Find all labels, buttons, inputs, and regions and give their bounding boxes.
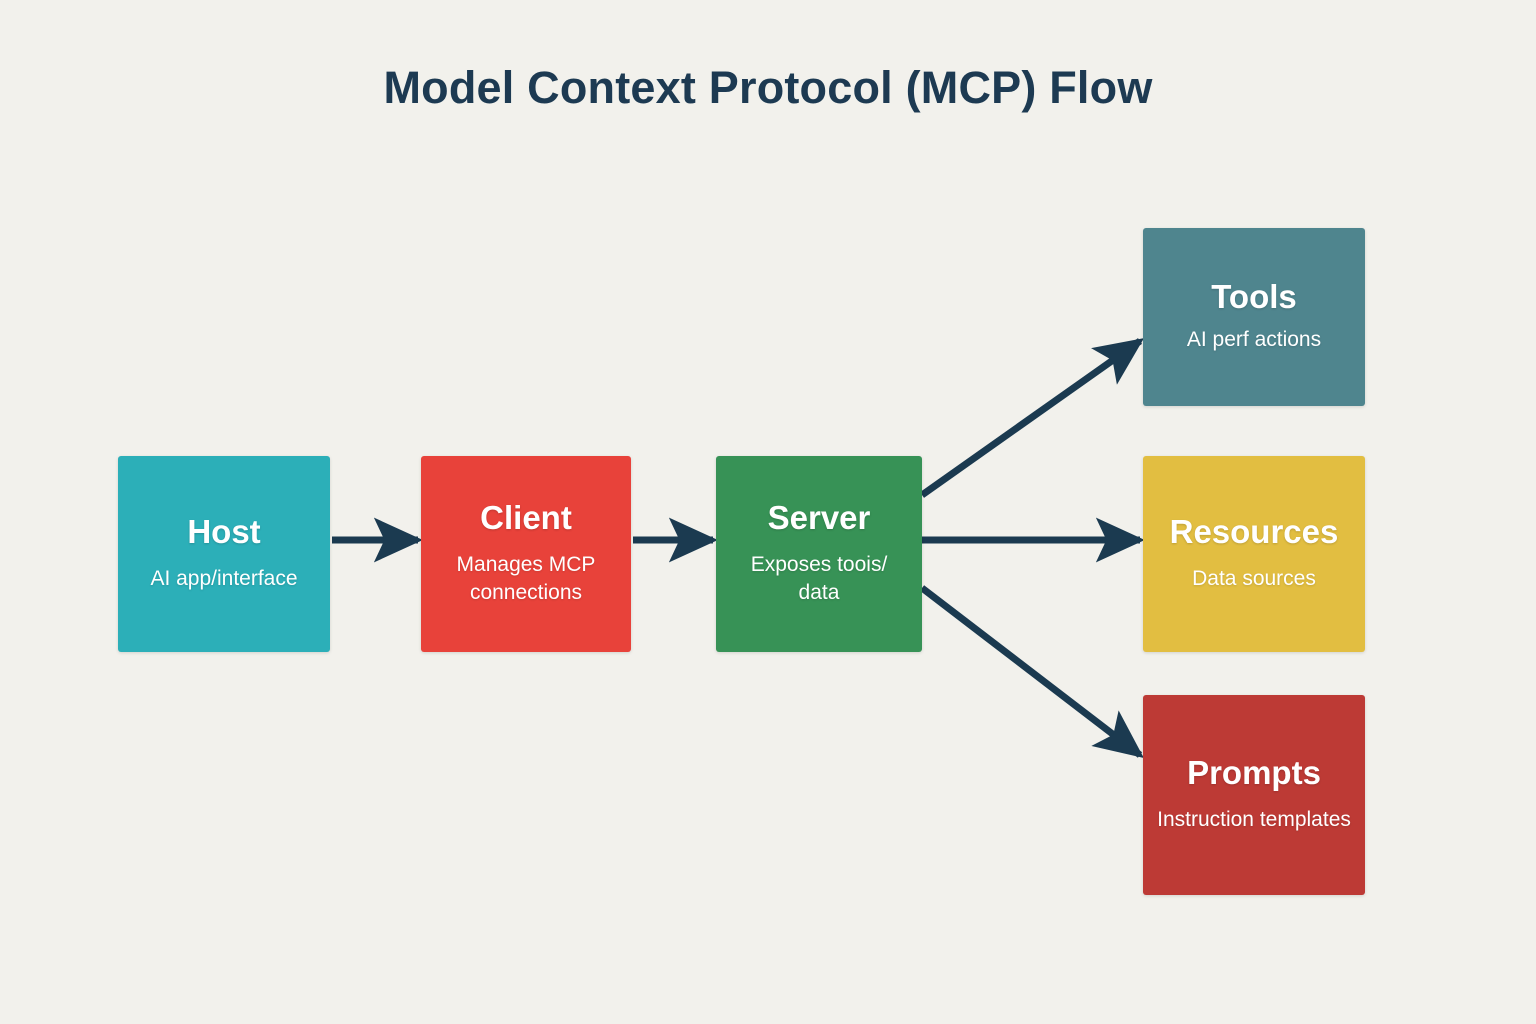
node-tools[interactable]: Tools AI perf actions xyxy=(1143,228,1365,406)
node-tools-title: Tools xyxy=(1211,277,1297,315)
node-client[interactable]: Client Manages MCP connections xyxy=(421,456,631,652)
node-prompts-title: Prompts xyxy=(1187,753,1321,791)
node-client-subtitle: Manages MCP connections xyxy=(456,553,596,604)
page-title: Model Context Protocol (MCP) Flow xyxy=(383,62,1153,113)
edge-server-to-prompts xyxy=(919,585,1144,758)
node-server-subtitle: Exposes toois/ data xyxy=(750,553,888,604)
node-server-title: Server xyxy=(767,499,871,537)
node-client-title: Client xyxy=(480,499,572,537)
node-resources-subtitle: Data sources xyxy=(1192,567,1316,591)
node-prompts-subtitle: Instruction templates xyxy=(1157,808,1351,832)
node-tools-subtitle: AI perf actions xyxy=(1186,328,1322,352)
node-prompts[interactable]: Prompts Instruction templates xyxy=(1143,695,1365,895)
node-host-subtitle: AI app/interface xyxy=(150,566,298,590)
node-host-title: Host xyxy=(187,513,261,551)
node-resources-title: Resources xyxy=(1169,512,1339,550)
node-resources[interactable]: Resources Data sources xyxy=(1143,456,1365,652)
node-server[interactable]: Server Exposes toois/ data xyxy=(716,456,922,652)
node-host[interactable]: Host AI app/interface xyxy=(118,456,330,652)
edge-server-to-tools xyxy=(919,338,1145,498)
